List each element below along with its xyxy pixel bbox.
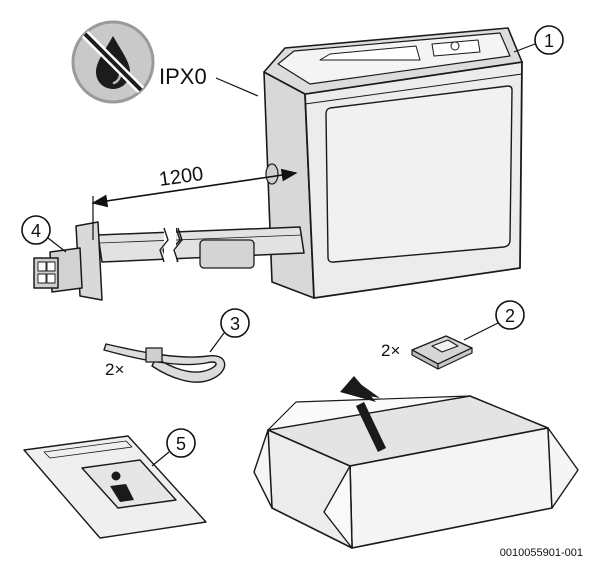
callout-3: 3 [209,308,250,353]
no-water-drop-icon [71,20,155,104]
length-dimension-arrow [91,168,298,208]
callout-5: 5 [151,428,196,467]
unpack-arrow-icon [340,376,387,452]
tie-mount [411,335,473,370]
svg-text:3: 3 [230,314,240,334]
callout-1: 1 [513,25,564,55]
ip-leader-line [215,77,259,97]
callout-2: 2 [463,300,525,341]
instruction-manual [23,435,207,539]
packaging-box [253,395,579,549]
tie-mount-quantity: 2× [381,341,400,360]
cable-tie-quantity: 2× [105,360,124,379]
callout-4: 4 [21,215,67,253]
svg-text:2: 2 [505,306,515,326]
svg-text:5: 5 [176,434,186,454]
main-unit [263,27,523,299]
document-code: 0010055901-001 [500,547,583,559]
svg-text:4: 4 [31,221,41,241]
ip-rating-label: IPX0 [159,64,207,89]
cable-assembly [33,221,305,301]
svg-text:1: 1 [544,31,554,51]
cable-tie [103,343,226,383]
